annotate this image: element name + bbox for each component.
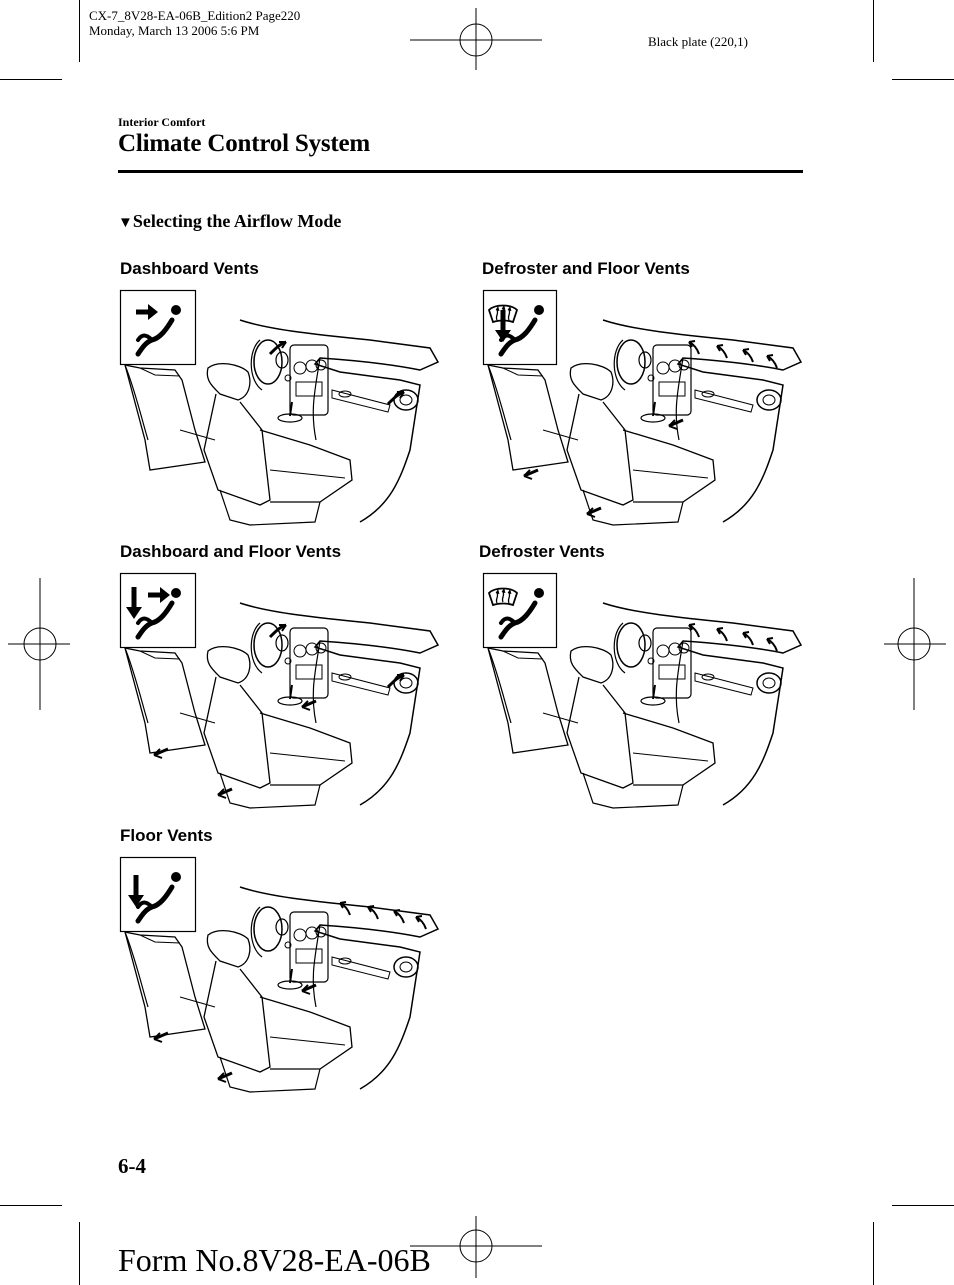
caption-defroster-vents: Defroster Vents: [479, 542, 605, 561]
caption-defroster-floor-vents: Defroster and Floor Vents: [482, 259, 690, 278]
subheading-text: Selecting the Airflow Mode: [132, 211, 342, 231]
page-title: Climate Control System: [118, 130, 371, 157]
file-line: CX-7_8V28-EA-06B_Edition2 Page220: [89, 8, 301, 23]
plate-info: Black plate (220,1): [648, 34, 748, 49]
file-info: CX-7_8V28-EA-06B_Edition2 Page220 Monday…: [89, 8, 300, 38]
defroster-floor-vents-icon: [482, 289, 558, 366]
date-line: Monday, March 13 2006 5:6 PM: [89, 23, 260, 38]
page-number: 6-4: [118, 1154, 146, 1178]
section-name: Interior Comfort: [118, 115, 206, 129]
floor-vents-illustration: [119, 856, 439, 1093]
crop-mark: [0, 1205, 62, 1206]
registration-mark-top: [410, 8, 542, 70]
crop-mark: [873, 1222, 874, 1285]
dashboard-vents-icon: [119, 289, 197, 366]
registration-mark-bottom: [410, 1216, 542, 1278]
floor-vents-icon: [119, 856, 197, 933]
caption-floor-vents: Floor Vents: [120, 826, 213, 845]
caption-dashboard-vents: Dashboard Vents: [120, 259, 259, 278]
crop-mark: [892, 79, 954, 80]
registration-mark-right: [884, 578, 946, 710]
crop-mark: [79, 1222, 80, 1285]
crop-mark: [892, 1205, 954, 1206]
defroster-vents-illustration: [482, 572, 802, 809]
dashboard-vents-illustration: [119, 289, 439, 526]
form-number: Form No.8V28-EA-06B: [118, 1242, 431, 1278]
crop-mark: [0, 79, 62, 80]
triangle-marker-icon: ▼: [118, 215, 133, 231]
dashboard-floor-vents-icon: [119, 572, 197, 649]
defroster-vents-icon: [482, 572, 558, 649]
defroster-floor-vents-illustration: [482, 289, 802, 526]
registration-mark-left: [8, 578, 70, 710]
crop-mark: [79, 0, 80, 62]
caption-dashboard-floor-vents: Dashboard and Floor Vents: [120, 542, 342, 561]
subheading: ▼Selecting the Airflow Mode: [118, 211, 341, 232]
title-rule: [118, 170, 803, 173]
dashboard-floor-vents-illustration: [119, 572, 439, 809]
crop-mark: [873, 0, 874, 62]
